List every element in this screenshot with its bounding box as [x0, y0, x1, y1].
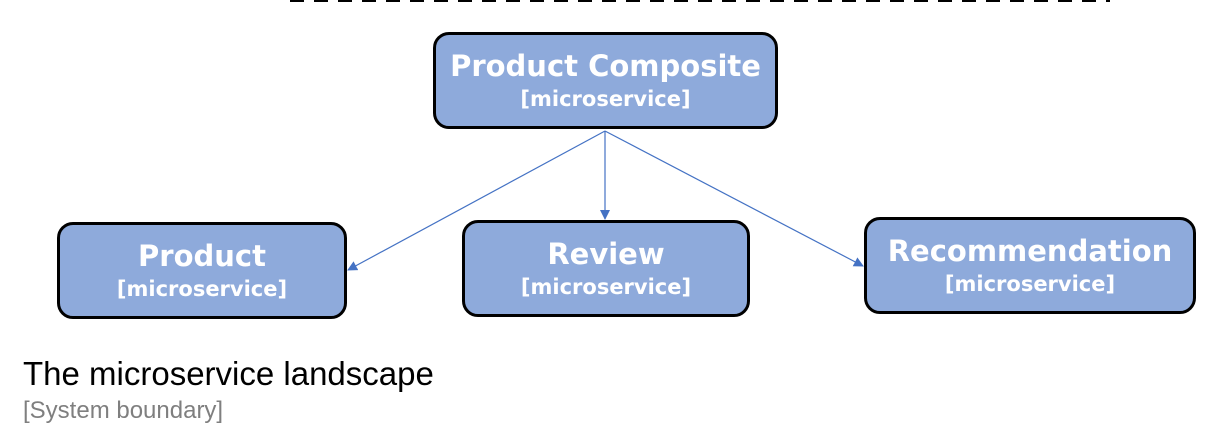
node-product-composite: Product Composite [microservice] [433, 32, 778, 129]
node-subtitle: [microservice] [944, 272, 1116, 297]
node-title: Product [138, 238, 266, 273]
edge-composite-to-recommendation [604, 130, 864, 267]
node-title: Review [547, 236, 665, 271]
node-title: Recommendation [887, 233, 1173, 268]
node-subtitle: [microservice] [116, 277, 288, 302]
system-boundary-line [290, 0, 1110, 2]
edge-composite-to-product [347, 130, 606, 271]
node-subtitle: [microservice] [520, 275, 692, 300]
node-product: Product [microservice] [57, 222, 347, 319]
boundary-subtitle: [System boundary] [23, 397, 224, 424]
boundary-title: The microservice landscape [23, 355, 434, 392]
node-recommendation: Recommendation [microservice] [864, 217, 1196, 314]
node-title: Product Composite [450, 48, 761, 83]
node-review: Review [microservice] [462, 220, 750, 317]
node-subtitle: [microservice] [520, 87, 691, 112]
